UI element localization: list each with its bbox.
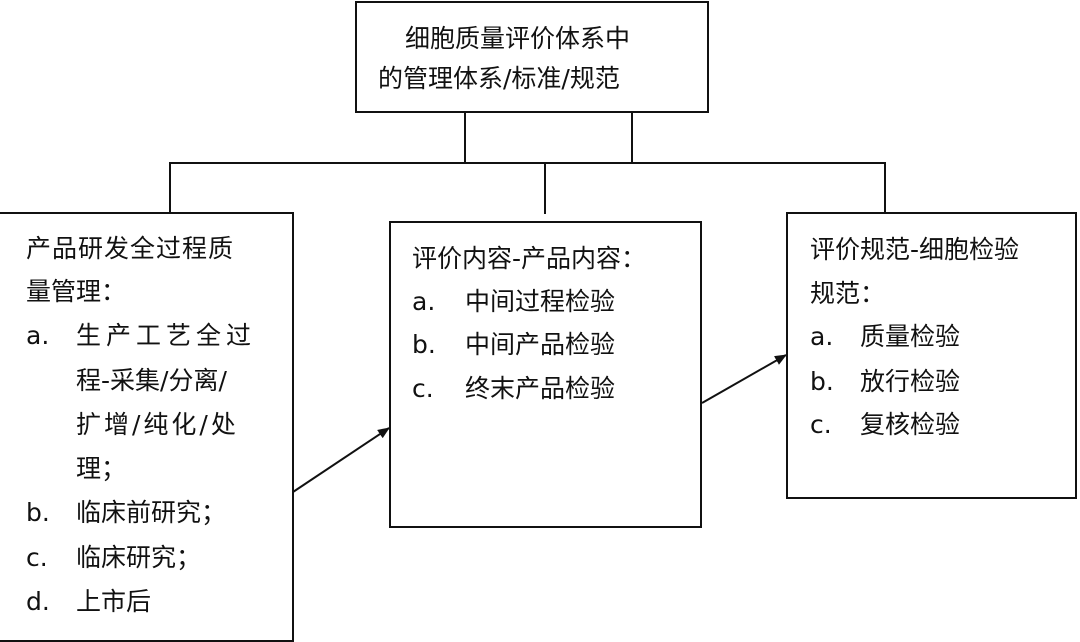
left-title-line2: 量管理： [26,277,127,306]
middle-item-b-text: 中间产品检验 [465,330,616,359]
middle-item-c-label: c. [412,374,434,403]
arrow-middle-to-right [701,354,787,404]
left-item-a-line2: 程-采集/分离/ [76,366,227,395]
middle-box: 评价内容-产品内容： a. 中间过程检验 b. 中间产品检验 c. 终末产品检验 [389,221,702,528]
top-title-line1: 细胞质量评价体系中 [405,24,631,53]
left-item-b-text: 临床前研究； [76,498,227,527]
left-item-a-line3: 扩增/纯化/处 [76,410,239,439]
top-title-line2: 的管理体系/标准/规范 [378,64,620,93]
left-item-b-label: b. [26,498,50,527]
middle-item-b-label: b. [412,330,436,359]
right-item-a-label: a. [810,322,834,351]
left-title-line1: 产品研发全过程质 [26,234,235,263]
right-item-c-text: 复核检验 [860,410,961,439]
middle-item-a-text: 中间过程检验 [465,287,616,316]
middle-item-a-label: a. [412,287,436,316]
right-item-b-label: b. [810,367,834,396]
right-item-b-text: 放行检验 [860,367,961,396]
right-box: 评价规范-细胞检验 规范： a. 质量检验 b. 放行检验 c. 复核检验 [786,212,1077,499]
right-item-a-text: 质量检验 [860,322,961,351]
left-item-c-label: c. [26,543,48,572]
left-item-a-label: a. [26,321,50,350]
left-item-a-line4: 理； [76,454,127,483]
left-item-c-text: 临床研究； [76,543,202,572]
left-item-a-line1: 生产工艺全过 [76,321,257,350]
arrow-left-to-middle [292,427,390,493]
left-box: 产品研发全过程质 量管理： a. 生产工艺全过 程-采集/分离/ 扩增/纯化/处… [0,212,294,642]
middle-item-c-text: 终末产品检验 [465,374,616,403]
right-title-line1: 评价规范-细胞检验 [810,235,1020,264]
left-item-d-label: d. [26,587,50,616]
top-box: 细胞质量评价体系中 的管理体系/标准/规范 [355,1,709,113]
right-item-c-label: c. [810,410,832,439]
left-item-d-text: 上市后 [76,587,152,616]
middle-title: 评价内容-产品内容： [412,244,647,273]
right-title-line2: 规范： [810,279,886,308]
